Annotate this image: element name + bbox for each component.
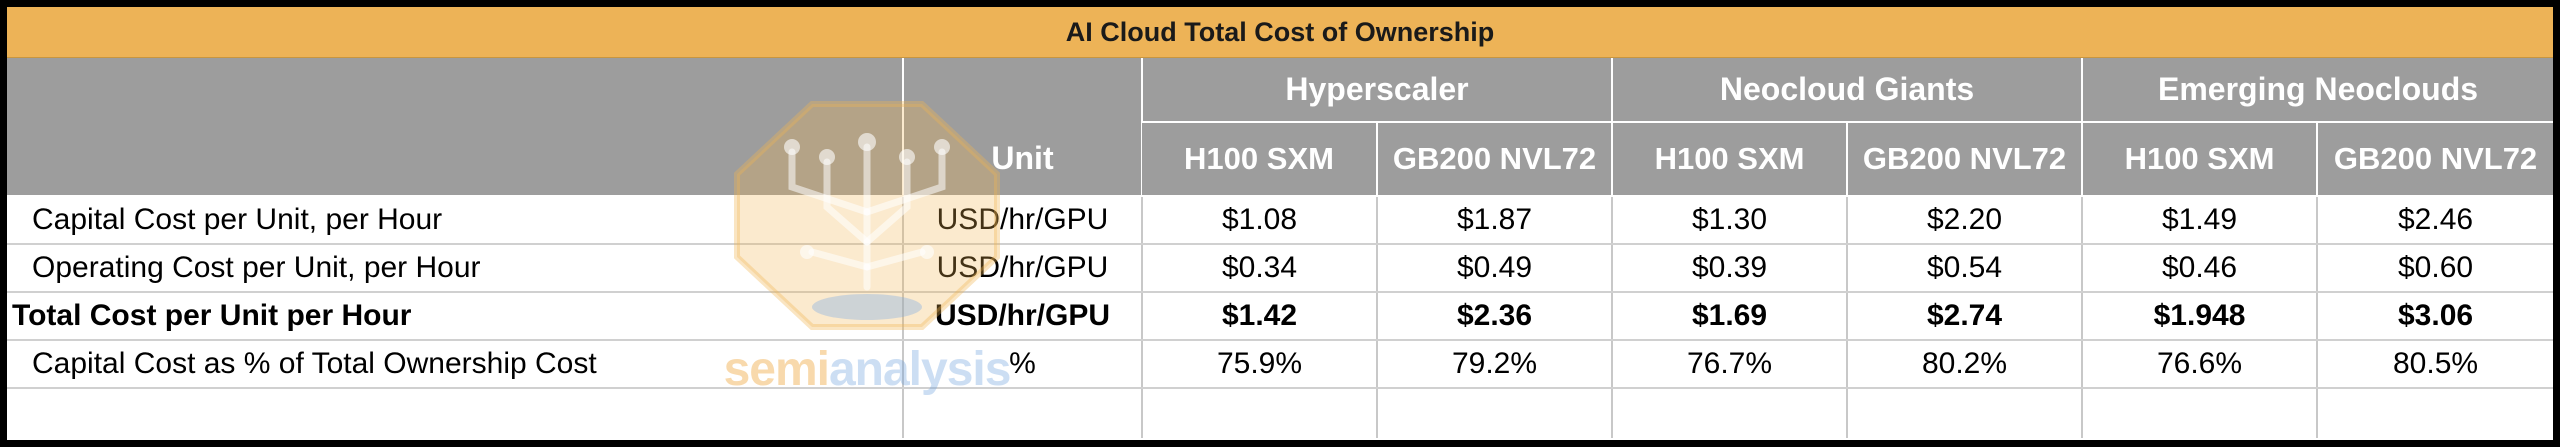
row-unit: USD/hr/GPU <box>902 244 1142 293</box>
sub-header: H100 SXM <box>2081 122 2318 197</box>
value-cell: $0.60 <box>2316 244 2553 293</box>
value-cell: 75.9% <box>1141 340 1377 389</box>
value-cell: $1.948 <box>2081 292 2318 341</box>
sub-header: GB200 NVL72 <box>1375 122 1613 197</box>
row-label: Capital Cost as % of Total Ownership Cos… <box>7 340 903 389</box>
value-cell: $2.74 <box>1846 292 2083 341</box>
value-cell: $2.36 <box>1375 292 1613 341</box>
value-cell: $3.06 <box>2316 292 2553 341</box>
value-cell: $1.69 <box>1611 292 1848 341</box>
value-cell: 80.2% <box>1846 340 2083 389</box>
row-unit: % <box>902 340 1142 389</box>
value-cell: $0.39 <box>1611 244 1848 293</box>
sub-header: GB200 NVL72 <box>1846 122 2083 197</box>
group-hyperscaler: Hyperscaler <box>1140 58 1613 123</box>
value-cell: $2.20 <box>1846 196 2083 245</box>
empty-row <box>7 388 2553 438</box>
group-header-row: Unit Hyperscaler Neocloud Giants Emergin… <box>7 58 2553 197</box>
value-cell: $0.46 <box>2081 244 2318 293</box>
table-row: Operating Cost per Unit, per Hour USD/hr… <box>7 244 2553 293</box>
sub-header-row: H100 SXM GB200 NVL72 H100 SXM GB200 NVL7… <box>7 122 2553 197</box>
group-neocloud-giants: Neocloud Giants <box>1611 58 2083 123</box>
value-cell: 76.6% <box>2081 340 2318 389</box>
tco-table: Unit Hyperscaler Neocloud Giants Emergin… <box>7 58 2553 438</box>
row-label: Total Cost per Unit per Hour <box>7 292 903 341</box>
unit-header: Unit <box>902 58 1142 197</box>
row-label: Capital Cost per Unit, per Hour <box>7 196 903 245</box>
value-cell: $1.30 <box>1611 196 1848 245</box>
value-cell: $1.87 <box>1375 196 1613 245</box>
value-cell: $1.08 <box>1141 196 1377 245</box>
value-cell: 80.5% <box>2316 340 2553 389</box>
table-title: AI Cloud Total Cost of Ownership <box>7 7 2553 58</box>
sub-header: H100 SXM <box>1142 122 1377 197</box>
sub-header: GB200 NVL72 <box>2316 122 2553 197</box>
value-cell: $1.42 <box>1141 292 1377 341</box>
sub-header: H100 SXM <box>1611 122 1848 197</box>
row-label: Operating Cost per Unit, per Hour <box>7 244 903 293</box>
table-row-total: Total Cost per Unit per Hour USD/hr/GPU … <box>7 292 2553 341</box>
value-cell: 76.7% <box>1611 340 1848 389</box>
value-cell: $0.54 <box>1846 244 2083 293</box>
row-unit: USD/hr/GPU <box>902 196 1142 245</box>
table-row: Capital Cost per Unit, per Hour USD/hr/G… <box>7 196 2553 245</box>
group-emerging-neoclouds: Emerging Neoclouds <box>2081 58 2553 123</box>
value-cell: $0.49 <box>1375 244 1613 293</box>
value-cell: 79.2% <box>1375 340 1613 389</box>
value-cell: $2.46 <box>2316 196 2553 245</box>
table-row: Capital Cost as % of Total Ownership Cos… <box>7 340 2553 389</box>
row-unit: USD/hr/GPU <box>902 292 1142 341</box>
value-cell: $0.34 <box>1141 244 1377 293</box>
label-header-cell <box>7 58 903 197</box>
value-cell: $1.49 <box>2081 196 2318 245</box>
